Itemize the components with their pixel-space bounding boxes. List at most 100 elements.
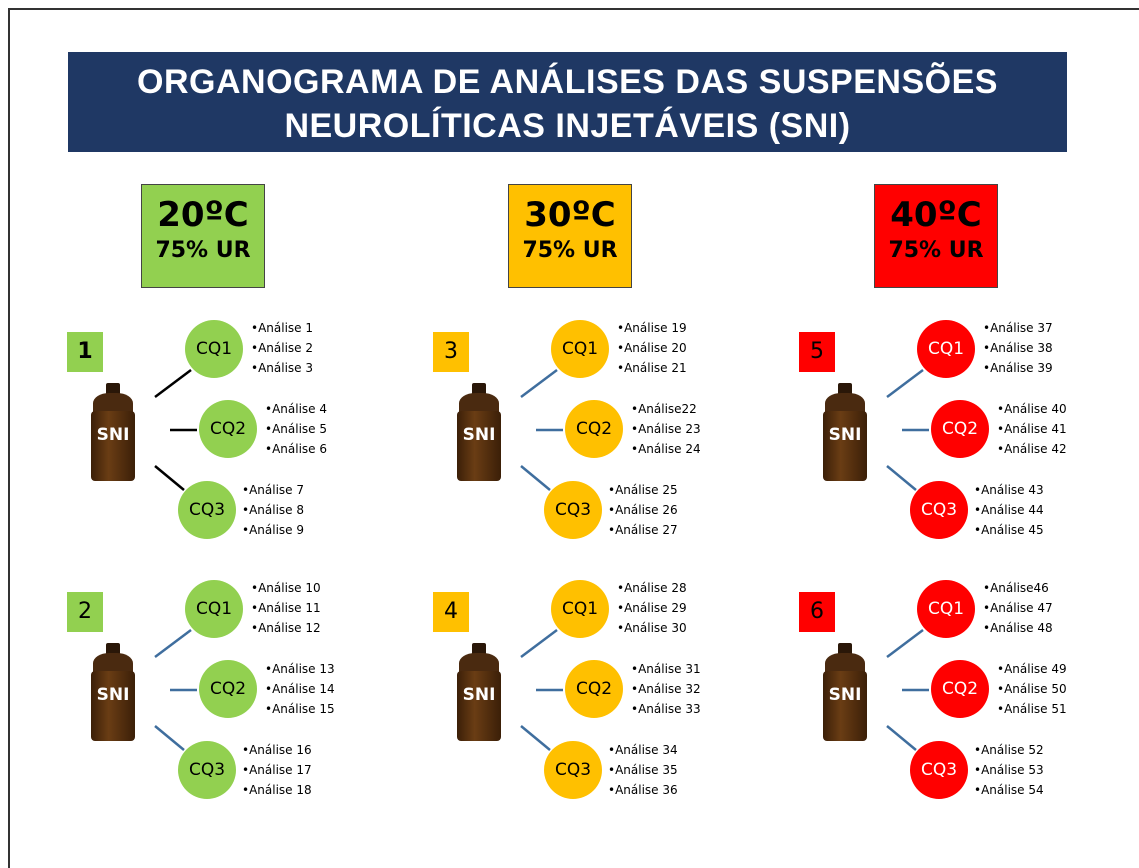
title-line-1: ORGANOGRAMA DE ANÁLISES DAS SUSPENSÕES	[137, 63, 998, 101]
group-number: 1	[67, 332, 103, 372]
analysis-item: •Análise 47	[983, 601, 1053, 615]
analysis-list: •Análise 10•Análise 11•Análise 12	[251, 578, 321, 638]
sni-bottle: SNI	[457, 643, 501, 743]
connector-line	[154, 629, 192, 658]
cq-circle-2: CQ2	[565, 660, 623, 718]
analysis-item: •Análise 43	[974, 483, 1044, 497]
cq-circle-3: CQ3	[910, 481, 968, 539]
sni-label: SNI	[828, 425, 862, 445]
analysis-item: •Análise 28	[617, 581, 687, 595]
analysis-item: •Análise 18	[242, 783, 312, 797]
condition-humidity: 75% UR	[155, 238, 251, 263]
analysis-list: •Análise 31•Análise 32•Análise 33	[631, 659, 701, 719]
condition-temp: 40ºC	[890, 195, 982, 235]
analysis-item: •Análise 9	[242, 523, 304, 537]
connector-line	[154, 725, 185, 751]
analysis-item: •Análise 11	[251, 601, 321, 615]
connector-line	[520, 629, 558, 658]
analysis-item: •Análise 15	[265, 702, 335, 716]
analysis-item: •Análise 27	[608, 523, 678, 537]
analysis-item: •Análise 52	[974, 743, 1044, 757]
analysis-list: •Análise 7•Análise 8•Análise 9	[242, 480, 304, 540]
analysis-item: •Análise 44	[974, 503, 1044, 517]
connector-line	[886, 725, 917, 751]
analysis-item: •Análise 45	[974, 523, 1044, 537]
sni-label: SNI	[96, 425, 130, 445]
sni-bottle: SNI	[91, 643, 135, 743]
analysis-item: •Análise 4	[265, 402, 327, 416]
analysis-list: •Análise 1 •Análise 2 •Análise 3	[251, 318, 313, 378]
analysis-item: •Análise 1	[251, 321, 313, 335]
analysis-item: •Análise 19	[617, 321, 687, 335]
sni-label: SNI	[96, 685, 130, 705]
cq-circle-1: CQ1	[917, 580, 975, 638]
analysis-list: •Análise 13•Análise 14•Análise 15	[265, 659, 335, 719]
sni-bottle: SNI	[823, 643, 867, 743]
group-number: 3	[433, 332, 469, 372]
analysis-item: •Análise 36	[608, 783, 678, 797]
analysis-list: •Análise 28•Análise 29•Análise 30	[617, 578, 687, 638]
cq-circle-2: CQ2	[931, 400, 989, 458]
sni-label: SNI	[828, 685, 862, 705]
group-number: 6	[799, 592, 835, 632]
analysis-item: •Análise 54	[974, 783, 1044, 797]
cq-circle-3: CQ3	[178, 481, 236, 539]
analysis-item: •Análise 23	[631, 422, 701, 436]
analysis-list: •Análise46•Análise 47•Análise 48	[983, 578, 1053, 638]
analysis-item: •Análise 38	[983, 341, 1053, 355]
analysis-item: •Análise 2	[251, 341, 313, 355]
condition-box-40c: 40ºC 75% UR	[874, 184, 998, 288]
condition-box-30c: 30ºC 75% UR	[508, 184, 632, 288]
connector-line	[520, 465, 551, 491]
sni-bottle: SNI	[457, 383, 501, 483]
sni-bottle: SNI	[91, 383, 135, 483]
analysis-list: •Análise 37•Análise 38•Análise 39	[983, 318, 1053, 378]
analysis-list: •Análise 19•Análise 20•Análise 21	[617, 318, 687, 378]
analysis-list: •Análise 40•Análise 41•Análise 42	[997, 399, 1067, 459]
analysis-item: •Análise 3	[251, 361, 313, 375]
cq-circle-2: CQ2	[931, 660, 989, 718]
analysis-item: •Análise 21	[617, 361, 687, 375]
cq-circle-3: CQ3	[910, 741, 968, 799]
cq-circle-2: CQ2	[565, 400, 623, 458]
analysis-item: •Análise 6	[265, 442, 327, 456]
cq-circle-1: CQ1	[551, 580, 609, 638]
analysis-list: •Análise 25•Análise 26•Análise 27	[608, 480, 678, 540]
page-title: ORGANOGRAMA DE ANÁLISES DAS SUSPENSÕES N…	[68, 52, 1067, 152]
analysis-item: •Análise 30	[617, 621, 687, 635]
analysis-item: •Análise 41	[997, 422, 1067, 436]
analysis-item: •Análise 34	[608, 743, 678, 757]
cq-circle-1: CQ1	[185, 320, 243, 378]
group-number: 4	[433, 592, 469, 632]
connector-line	[520, 369, 558, 398]
analysis-item: •Análise 13	[265, 662, 335, 676]
analysis-item: •Análise 25	[608, 483, 678, 497]
group-number: 5	[799, 332, 835, 372]
group-number: 2	[67, 592, 103, 632]
analysis-list: •Análise 52 •Análise 53 •Análise 54	[974, 740, 1044, 800]
cq-circle-2: CQ2	[199, 400, 257, 458]
analysis-item: •Análise 17	[242, 763, 312, 777]
analysis-item: •Análise 53	[974, 763, 1044, 777]
analysis-item: •Análise 49	[997, 662, 1067, 676]
condition-box-20c: 20ºC 75% UR	[141, 184, 265, 288]
cq-circle-1: CQ1	[185, 580, 243, 638]
connector-line	[886, 369, 924, 398]
analysis-item: •Análise 10	[251, 581, 321, 595]
analysis-item: •Análise 24	[631, 442, 701, 456]
connector-line	[154, 369, 192, 398]
sni-label: SNI	[462, 685, 496, 705]
analysis-list: •Análise 43 •Análise 44 •Análise 45	[974, 480, 1044, 540]
analysis-item: •Análise 51	[997, 702, 1067, 716]
title-line-2: NEUROLÍTICAS INJETÁVEIS (SNI)	[284, 107, 851, 145]
analysis-item: •Análise 31	[631, 662, 701, 676]
analysis-item: •Análise 35	[608, 763, 678, 777]
condition-humidity: 75% UR	[888, 238, 984, 263]
analysis-item: •Análise 48	[983, 621, 1053, 635]
analysis-item: •Análise 33	[631, 702, 701, 716]
analysis-item: •Análise 37	[983, 321, 1053, 335]
cq-circle-1: CQ1	[917, 320, 975, 378]
condition-temp: 20ºC	[157, 195, 249, 235]
analysis-list: •Análise 4•Análise 5•Análise 6	[265, 399, 327, 459]
